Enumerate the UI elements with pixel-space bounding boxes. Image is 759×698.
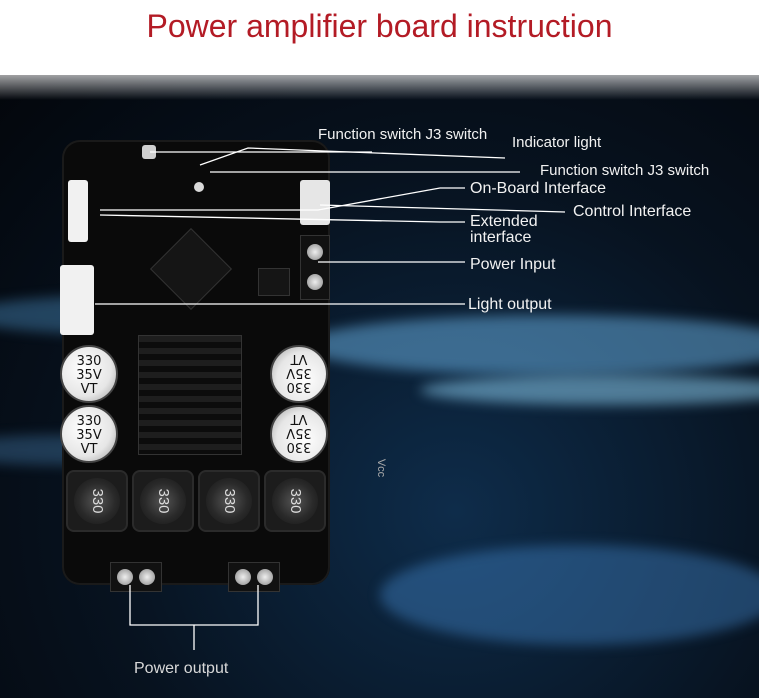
- indicator-led: [194, 182, 204, 192]
- capacitor: 330 35V VT: [60, 345, 118, 403]
- inductor: 330: [198, 470, 260, 532]
- page-title: Power amplifier board instruction: [146, 8, 613, 44]
- screw: [117, 569, 133, 585]
- onboard-connector-left: [68, 180, 88, 242]
- heatsink: [138, 335, 242, 455]
- label-function-switch-1: Function switch J3 switch: [318, 126, 488, 143]
- label-power-output: Power output: [134, 660, 229, 677]
- screw: [257, 569, 273, 585]
- callout-line: [319, 204, 566, 213]
- light-streak: [300, 315, 759, 375]
- function-switch-j3: [142, 145, 156, 159]
- callout-line: [100, 187, 465, 211]
- inductor: 330: [132, 470, 194, 532]
- label-power-input: Power Input: [470, 256, 556, 273]
- cap-voltage: 35V: [76, 428, 102, 443]
- screw: [307, 244, 323, 260]
- power-input-terminal: [300, 235, 330, 300]
- cap-series: VT: [80, 382, 98, 397]
- screw: [235, 569, 251, 585]
- cap-voltage: 35V: [76, 368, 102, 383]
- label-function-switch-2: Function switch J3 switch: [540, 162, 710, 179]
- callout-line: [199, 147, 506, 166]
- inductor: 330: [66, 470, 128, 532]
- inductor: 330: [264, 470, 326, 532]
- cap-value: 330: [76, 354, 102, 369]
- cap-series: VT: [80, 442, 98, 457]
- screw: [307, 274, 323, 290]
- amplifier-board: Vcc 330 35V VT 330 35V VT 330 35V VT 330…: [60, 140, 387, 592]
- screw: [139, 569, 155, 585]
- label-indicator-light: Indicator light: [512, 134, 602, 151]
- power-output-terminal-right: [228, 562, 280, 592]
- capacitor: 330 35V VT: [60, 405, 118, 463]
- light-output-connector: [60, 265, 94, 335]
- callout-line: [99, 214, 465, 223]
- power-regulator: [258, 268, 290, 296]
- cap-value: 330: [76, 414, 102, 429]
- label-extended-interface: Extended interface: [470, 213, 538, 246]
- header-fade: [0, 60, 759, 100]
- power-output-terminal-left: [110, 562, 162, 592]
- label-on-board-interface: On-Board Interface: [470, 180, 607, 197]
- light-streak: [380, 545, 759, 645]
- label-light-output: Light output: [468, 296, 552, 313]
- light-streak: [420, 375, 759, 405]
- control-interface-connector: [300, 180, 330, 225]
- callout-bracket: [129, 585, 259, 626]
- label-control-interface: Control Interface: [573, 203, 692, 220]
